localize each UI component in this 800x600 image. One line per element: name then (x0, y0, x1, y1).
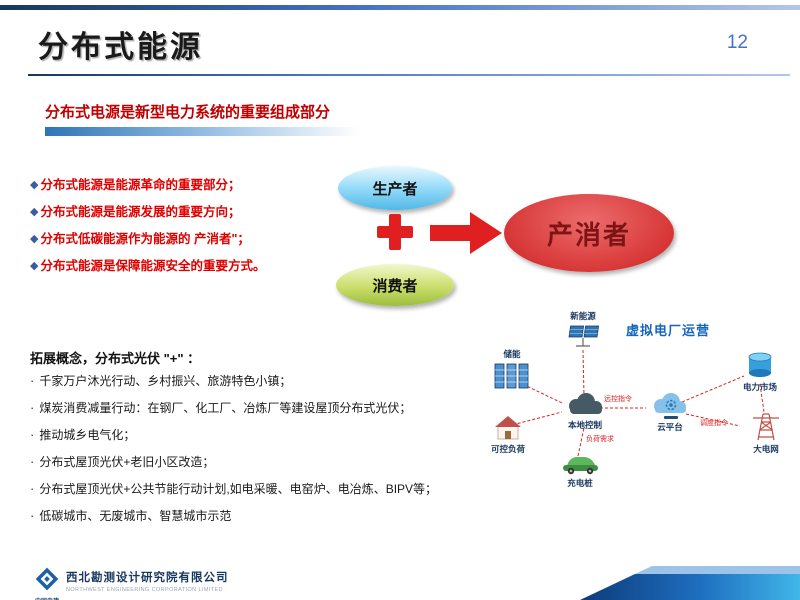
flow-label-load-demand: 负荷需求 (586, 436, 614, 443)
list-item-text: 分布式屋顶光伏+老旧小区改造； (39, 455, 215, 469)
plus-icon-horizontal (377, 226, 413, 238)
key-point-text: 分布式低碳能源作为能源的 产消者"； (40, 232, 250, 246)
prosumer-ellipse: 产消者 (504, 194, 674, 272)
power-market-icon (748, 352, 772, 377)
charging-pile-label: 充电桩 (567, 478, 593, 488)
vpp-node-controllable-load: 可控负荷 (480, 412, 536, 455)
consumer-label: 消费者 (372, 277, 418, 295)
company-name-cn: 西北勘测设计研究院有限公司 (66, 572, 229, 584)
diamond-bullet-icon: ◆ (30, 233, 39, 245)
dot-bullet-icon: · (30, 454, 35, 469)
controllable-load-label: 可控负荷 (490, 444, 525, 454)
list-item: · 煤炭消费减量行动：在钢厂、化工厂、冶炼厂等建设屋顶分布式光伏； (30, 400, 480, 416)
power-market-label: 电力市场 (742, 382, 777, 392)
diamond-bullet-icon: ◆ (30, 260, 39, 272)
company-names: 西北勘测设计研究院有限公司 NORTHWEST ENGINEERING CORP… (66, 569, 229, 593)
key-point: ◆ 分布式能源是能源革命的重要部分； (30, 178, 340, 192)
logo-diamond-icon (35, 567, 59, 591)
company-name-en: NORTHWEST ENGINEERING CORPORATION LIMITE… (66, 587, 223, 593)
right-arrow-icon (430, 212, 502, 259)
footer-swoosh-decoration (580, 566, 800, 600)
key-point-text: 分布式能源是能源发展的重要方向； (40, 205, 241, 219)
vpp-node-big-grid: 大电网 (738, 410, 794, 455)
logo-text: 中国电建 (32, 596, 62, 600)
solar-panel-icon (568, 325, 600, 347)
diamond-bullet-icon: ◆ (30, 206, 39, 218)
list-item-text: 千家万户沐光行动、乡村振兴、旅游特色小镇； (39, 374, 292, 388)
footer: 中国电建 西北勘测设计研究院有限公司 NORTHWEST ENGINEERING… (0, 560, 800, 600)
top-accent-bar (0, 5, 800, 10)
key-point-text: 分布式能源是保障能源安全的重要方式。 (40, 259, 266, 273)
new-energy-label: 新能源 (570, 311, 596, 321)
cloud-platform-icon (654, 393, 686, 419)
house-icon (495, 416, 521, 440)
vpp-node-storage: 储能 (484, 348, 540, 391)
vpp-node-new-energy: 新能源 (555, 310, 611, 351)
vpp-diagram: 虚拟电厂运营 新能源 储能 (478, 308, 795, 553)
key-point: ◆ 分布式能源是能源发展的重要方向； (30, 205, 340, 219)
transmission-tower-icon (753, 413, 779, 441)
list-item: · 低碳城市、无废城市、智慧城市示范 (30, 508, 480, 524)
big-grid-label: 大电网 (753, 444, 779, 454)
battery-storage-icon (494, 363, 529, 389)
local-control-cloud-icon (569, 393, 602, 414)
plus-icon (377, 214, 413, 250)
list-item-text: 煤炭消费减量行动：在钢厂、化工厂、冶炼厂等建设屋顶分布式光伏； (39, 401, 412, 415)
prosumer-label: 产消者 (546, 219, 631, 250)
list-item-text: 低碳城市、无废城市、智慧城市示范 (39, 509, 232, 523)
title-divider (28, 74, 790, 76)
section-subtitle: 分布式电源是新型电力系统的重要组成部分 (45, 104, 331, 121)
consumer-ellipse: 消费者 (336, 264, 454, 306)
key-point: ◆ 分布式低碳能源作为能源的 产消者"； (30, 232, 340, 246)
vpp-node-local-control: 本地控制 (557, 392, 613, 431)
dot-bullet-icon: · (30, 481, 35, 496)
list-item: · 分布式屋顶光伏+公共节能行动计划,如电采暖、电窑炉、电冶炼、BIPV等； (30, 481, 480, 497)
list-item: · 分布式屋顶光伏+老旧小区改造； (30, 454, 480, 470)
diamond-bullet-icon: ◆ (30, 179, 39, 191)
dot-bullet-icon: · (30, 373, 35, 388)
expansion-heading: 拓展概念，分布式光伏 "+" ： (30, 351, 201, 366)
dot-bullet-icon: · (30, 427, 35, 442)
flow-label-remote-command: 远控指令 (604, 396, 632, 403)
expansion-list: · 千家万户沐光行动、乡村振兴、旅游特色小镇； · 煤炭消费减量行动：在钢厂、化… (30, 374, 480, 536)
producer-ellipse: 生产者 (338, 166, 452, 210)
flow-label-dispatch-command: 调度指令 (700, 420, 728, 427)
vpp-node-cloud-platform: 云平台 (642, 390, 698, 433)
ev-car-icon (563, 457, 598, 475)
powerchina-logo: 中国电建 (32, 566, 62, 600)
vpp-title: 虚拟电厂运营 (626, 323, 711, 338)
list-item-text: 分布式屋顶光伏+公共节能行动计划,如电采暖、电窑炉、电冶炼、BIPV等； (39, 482, 438, 496)
dot-bullet-icon: · (30, 508, 35, 523)
dot-bullet-icon: · (30, 400, 35, 415)
key-point-text: 分布式能源是能源革命的重要部分； (40, 178, 241, 192)
vpp-node-charging-pile: 充电桩 (552, 452, 608, 489)
storage-label: 储能 (503, 349, 521, 359)
vpp-node-power-market: 电力市场 (732, 350, 788, 393)
subtitle-accent-bar (45, 127, 360, 136)
list-item-text: 推动城乡电气化； (39, 428, 136, 442)
list-item: · 千家万户沐光行动、乡村振兴、旅游特色小镇； (30, 373, 480, 389)
producer-label: 生产者 (372, 180, 418, 198)
cloud-platform-label: 云平台 (657, 422, 683, 432)
page-number: 12 (726, 32, 748, 53)
vpp-connections (507, 349, 765, 457)
list-item: · 推动城乡电气化； (30, 427, 480, 443)
local-control-label: 本地控制 (567, 420, 602, 430)
page-title: 分布式能源 (38, 31, 203, 64)
key-point: ◆ 分布式能源是保障能源安全的重要方式。 (30, 259, 340, 273)
key-points-list: ◆ 分布式能源是能源革命的重要部分； ◆ 分布式能源是能源发展的重要方向； ◆ … (30, 178, 340, 286)
